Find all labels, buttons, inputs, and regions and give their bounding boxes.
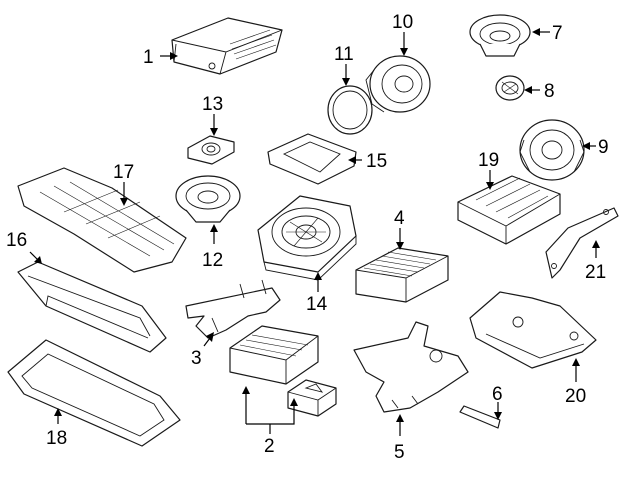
callout-4: 4	[394, 208, 405, 229]
callout-21: 21	[585, 262, 606, 283]
callout-9: 9	[598, 137, 609, 158]
part-18-trim-panel	[7, 339, 181, 447]
callout-17: 17	[113, 162, 134, 183]
part-7-speaker	[469, 14, 531, 57]
callout-2: 2	[264, 436, 275, 457]
callout-8: 8	[544, 81, 555, 102]
part-3-bracket	[185, 279, 281, 339]
part-17-mesh-frame	[17, 167, 187, 273]
callout-14: 14	[306, 294, 328, 315]
part-5-floor-bracket	[353, 321, 469, 413]
callout-13: 13	[202, 94, 223, 115]
part-13-tweeter	[187, 135, 235, 165]
callout-11: 11	[334, 44, 354, 65]
callout-1: 1	[143, 47, 154, 68]
callout-6: 6	[492, 384, 503, 405]
callout-16: 16	[6, 230, 27, 251]
part-8-tweeter	[495, 75, 525, 101]
part-9-speaker	[519, 119, 585, 181]
callout-3: 3	[191, 348, 202, 369]
part-15-cover	[267, 133, 357, 185]
part-14-subwoofer	[257, 195, 357, 281]
callout-12: 12	[202, 250, 223, 271]
callout-15: 15	[366, 151, 387, 172]
callout-19: 19	[478, 150, 499, 171]
part-4-tuner	[355, 247, 449, 303]
part-19-module	[457, 175, 561, 245]
part-16-tray	[17, 261, 167, 353]
callout-10: 10	[392, 12, 413, 33]
part-1-amplifier	[171, 17, 283, 75]
callout-20: 20	[565, 386, 586, 407]
part-2-modules	[229, 325, 337, 417]
part-10-speaker	[365, 55, 431, 113]
part-21-bracket	[545, 207, 619, 279]
callout-numbers: 1 2 3 4 5 6 7 8 9 10 11 12 13 14 15 16 1…	[6, 12, 609, 463]
leader-lines	[29, 28, 600, 436]
part-12-speaker	[175, 175, 241, 223]
callout-7: 7	[552, 23, 563, 44]
part-11-gasket	[327, 85, 373, 135]
part-20-mounting-plate	[469, 291, 597, 369]
callout-18: 18	[46, 428, 67, 449]
callout-5: 5	[394, 442, 405, 463]
part-6-strip	[459, 405, 501, 429]
